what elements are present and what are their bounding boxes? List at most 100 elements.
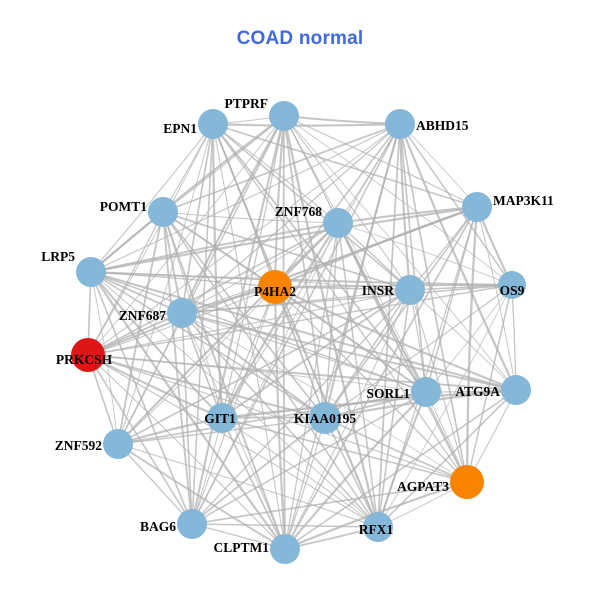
node-atg9a[interactable] xyxy=(501,375,531,405)
node-abhd15[interactable] xyxy=(385,109,415,139)
edge-ptprf-prkcsh xyxy=(87,115,285,356)
edge-znf768-prkcsh xyxy=(87,222,339,356)
node-znf687[interactable] xyxy=(167,298,197,328)
node-epn1[interactable] xyxy=(198,109,228,139)
node-label-bag6: BAG6 xyxy=(140,519,176,534)
edge-ptprf-znf687 xyxy=(181,115,285,314)
edge-pomt1-clptm1 xyxy=(162,211,286,550)
edge-os9-rfx1 xyxy=(377,284,513,528)
node-lrp5[interactable] xyxy=(76,257,106,287)
edge-os9-atg9a xyxy=(511,284,517,391)
edge-git1-agpat3 xyxy=(221,417,468,483)
node-label-lrp5: LRP5 xyxy=(41,249,75,264)
edge-znf768-bag6 xyxy=(191,222,339,525)
node-label-znf592: ZNF592 xyxy=(55,438,103,453)
edge-epn1-abhd15 xyxy=(212,122,401,127)
node-znf592[interactable] xyxy=(103,429,133,459)
edge-abhd15-p4ha2 xyxy=(274,123,401,288)
node-pomt1[interactable] xyxy=(148,197,178,227)
edge-abhd15-agpat3 xyxy=(399,123,468,483)
node-label-prkcsh: PRKCSH xyxy=(56,352,113,367)
edge-znf768-pomt1 xyxy=(162,211,339,224)
node-insr[interactable] xyxy=(395,275,425,305)
node-label-ptprf: PTPRF xyxy=(225,96,269,111)
node-map3k11[interactable] xyxy=(462,192,492,222)
edge-abhd15-pomt1 xyxy=(162,123,401,213)
node-znf768[interactable] xyxy=(323,208,353,238)
node-rfx1[interactable] xyxy=(363,512,393,542)
node-label-clptm1: CLPTM1 xyxy=(214,540,270,555)
edge-lrp5-bag6 xyxy=(90,271,193,525)
edge-znf768-git1 xyxy=(220,222,339,419)
node-label-epn1: EPN1 xyxy=(163,121,197,136)
edge-znf687-znf592 xyxy=(117,312,183,445)
edge-epn1-git1 xyxy=(211,123,224,419)
node-label-kiaa0195: KIAA0195 xyxy=(294,411,357,426)
edge-ptprf-insr xyxy=(283,115,411,291)
edge-insr-atg9a xyxy=(409,289,517,391)
node-label-agpat3: AGPAT3 xyxy=(397,479,449,494)
edge-lrp5-os9 xyxy=(90,270,513,287)
edge-epn1-znf687 xyxy=(181,123,214,314)
node-ptprf[interactable] xyxy=(269,101,299,131)
edge-znf592-clptm1 xyxy=(117,443,286,550)
node-prkcsh[interactable] xyxy=(71,338,105,372)
edge-agpat3-bag6 xyxy=(191,481,468,525)
edge-znf687-kiaa0195 xyxy=(181,312,326,419)
node-label-pomt1: POMT1 xyxy=(100,199,147,214)
node-git1[interactable] xyxy=(207,403,237,433)
edge-abhd15-lrp5 xyxy=(90,123,401,273)
edge-znf768-kiaa0195 xyxy=(324,222,339,419)
edge-insr-bag6 xyxy=(191,289,411,525)
edge-lrp5-git1 xyxy=(90,271,223,419)
edge-ptprf-rfx1 xyxy=(282,115,380,528)
edge-epn1-sorl1 xyxy=(212,123,427,393)
edges-layer xyxy=(87,114,518,551)
edge-os9-prkcsh xyxy=(87,284,513,356)
node-label-sorl1: SORL1 xyxy=(366,386,410,401)
edge-git1-clptm1 xyxy=(221,417,286,550)
edge-kiaa0195-agpat3 xyxy=(324,417,468,483)
node-p4ha2[interactable] xyxy=(258,270,292,304)
edge-epn1-clptm1 xyxy=(212,123,286,550)
edge-git1-rfx1 xyxy=(221,417,379,528)
edge-os9-sorl1 xyxy=(425,284,513,393)
edge-abhd15-os9 xyxy=(399,123,513,286)
edge-atg9a-clptm1 xyxy=(284,389,517,550)
edge-znf687-agpat3 xyxy=(181,312,468,483)
edge-ptprf-clptm1 xyxy=(282,115,286,550)
node-sorl1[interactable] xyxy=(411,377,441,407)
edge-kiaa0195-bag6 xyxy=(191,417,326,525)
node-label-znf768: ZNF768 xyxy=(275,204,323,219)
edge-abhd15-znf687 xyxy=(181,123,401,314)
edge-atg9a-rfx1 xyxy=(377,389,517,528)
node-os9[interactable] xyxy=(498,271,526,299)
edge-map3k11-atg9a xyxy=(476,206,517,391)
edge-abhd15-atg9a xyxy=(398,123,518,391)
node-agpat3[interactable] xyxy=(450,465,484,499)
node-kiaa0195[interactable] xyxy=(309,402,341,434)
edge-znf687-bag6 xyxy=(181,312,193,525)
edge-pomt1-insr xyxy=(162,211,411,291)
edge-epn1-znf592 xyxy=(117,123,214,445)
node-label-rfx1: RFX1 xyxy=(359,522,394,537)
page-title: COAD normal xyxy=(236,28,364,49)
node-label-map3k11: MAP3K11 xyxy=(493,193,554,208)
edge-lrp5-kiaa0195 xyxy=(90,271,326,419)
edge-map3k11-clptm1 xyxy=(284,206,478,550)
edge-epn1-agpat3 xyxy=(212,123,468,483)
edge-abhd15-sorl1 xyxy=(399,123,427,393)
node-clptm1[interactable] xyxy=(270,534,300,564)
edge-p4ha2-znf592 xyxy=(117,286,276,445)
edge-pomt1-rfx1 xyxy=(162,211,379,528)
node-label-git1: GIT1 xyxy=(204,411,236,426)
node-label-p4ha2: P4HA2 xyxy=(254,284,296,299)
edge-insr-prkcsh xyxy=(87,289,411,356)
edge-p4ha2-bag6 xyxy=(191,286,276,525)
edge-prkcsh-git1 xyxy=(87,354,223,419)
node-label-os9: OS9 xyxy=(500,283,525,298)
node-bag6[interactable] xyxy=(177,509,207,539)
